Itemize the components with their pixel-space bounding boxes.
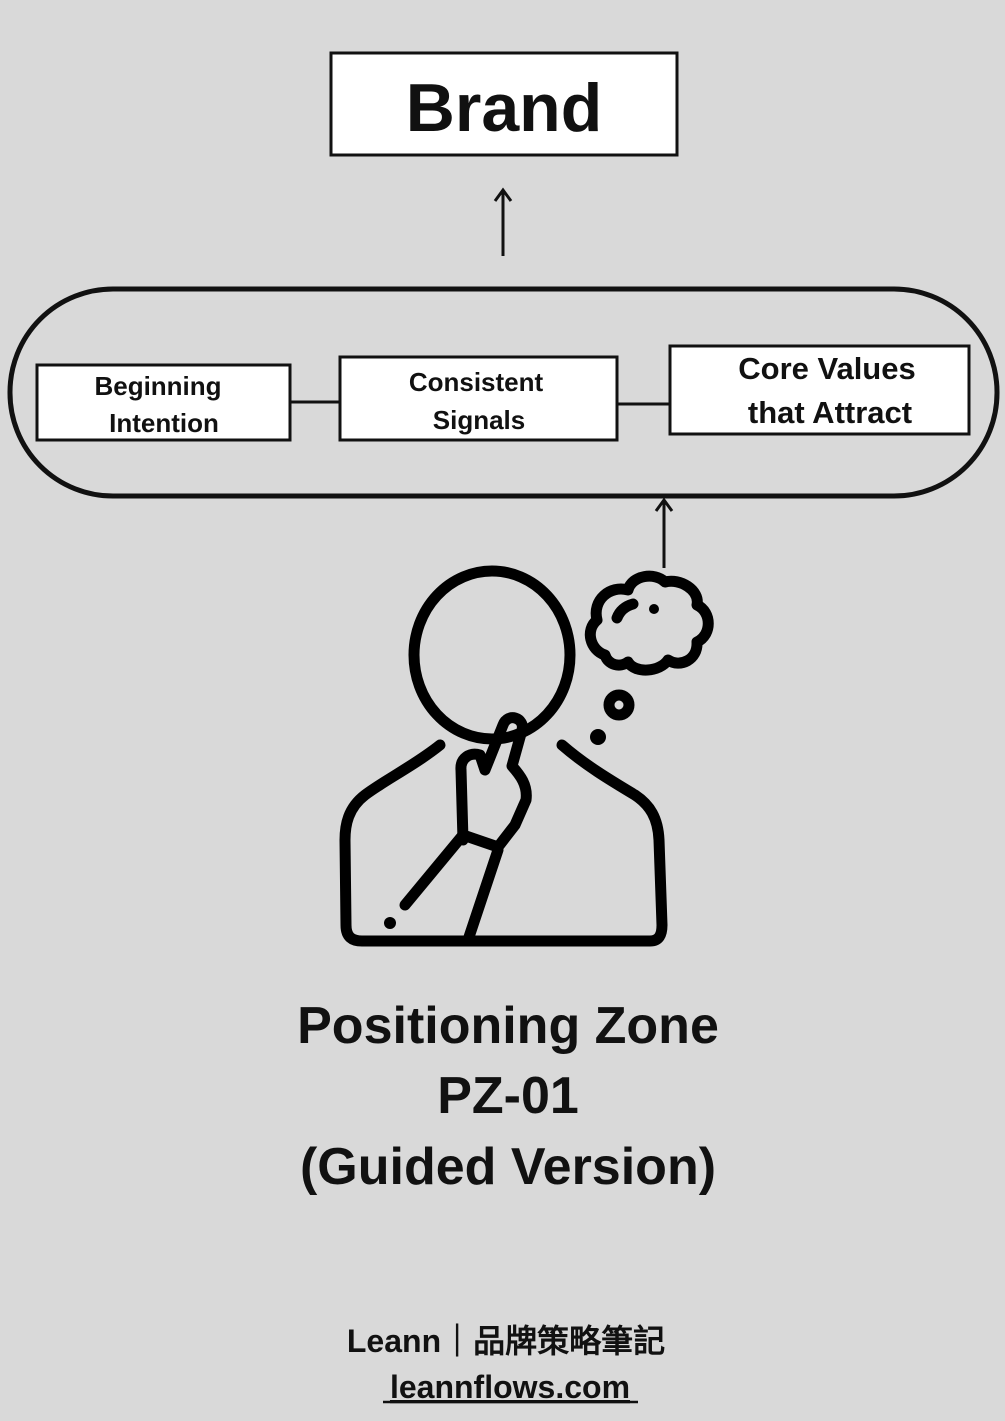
thinking-person-icon <box>339 565 714 947</box>
arrow-up-icon <box>654 497 674 568</box>
title-line1: Positioning Zone <box>297 997 719 1055</box>
zone-item-core-values: Core Values that Attract <box>668 344 971 436</box>
footer-author: Leann｜品牌策略筆記 <box>347 1323 665 1359</box>
zone-item-consistent-signals: Consistent Signals <box>338 355 619 442</box>
zone-item-line1: Consistent <box>409 367 544 397</box>
title-line2: PZ-01 <box>437 1067 579 1125</box>
title-line3: (Guided Version) <box>300 1138 716 1196</box>
footer-website-link[interactable]: leannflows.com <box>390 1369 630 1405</box>
zone-item-line2: that Attract <box>748 395 912 430</box>
zone-item-beginning-intention: Beginning Intention <box>35 363 292 442</box>
brand-label: Brand <box>406 70 602 146</box>
arrow-up-icon <box>493 187 513 256</box>
zone-item-line1: Core Values <box>738 351 915 386</box>
zone-item-line2: Intention <box>109 408 219 438</box>
positioning-zone-container <box>7 286 1000 499</box>
zone-item-line1: Beginning <box>94 371 221 401</box>
zone-item-line2: Signals <box>433 405 525 435</box>
brand-box: Brand <box>329 51 679 157</box>
